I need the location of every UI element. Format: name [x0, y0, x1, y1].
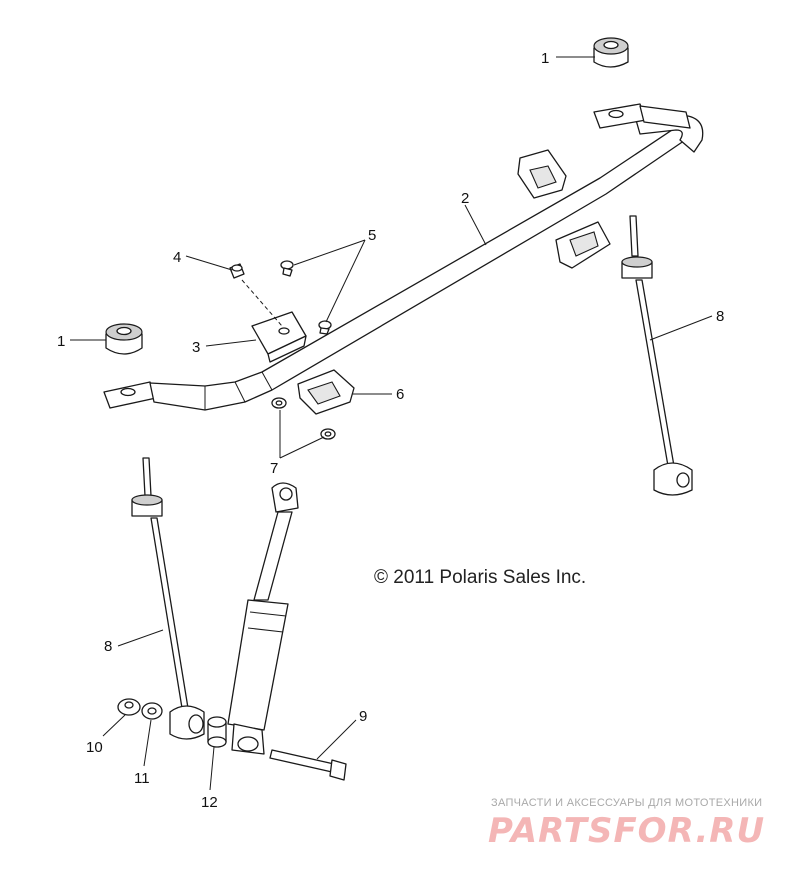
- callout-8-left: 8: [104, 638, 112, 655]
- watermark-tagline: ЗАПЧАСТИ И АКСЕССУАРЫ ДЛЯ МОТОТЕХНИКИ: [491, 797, 762, 809]
- callout-1-right: 1: [541, 50, 549, 67]
- callout-7: 7: [270, 460, 278, 477]
- nut-right: [320, 428, 336, 440]
- callout-6: 6: [396, 386, 404, 403]
- copyright-notice: © 2011 Polaris Sales Inc.: [374, 567, 586, 588]
- callout-3: 3: [192, 339, 200, 356]
- watermark-brand: PARTSFOR.RU: [488, 811, 765, 851]
- bracket: [251, 311, 307, 363]
- screw-upper: [280, 260, 294, 277]
- nut-flange: [117, 698, 141, 716]
- callout-5: 5: [368, 227, 376, 244]
- callout-1-left: 1: [57, 333, 65, 350]
- leader-lines: [70, 56, 713, 791]
- bushing-right: [593, 37, 629, 68]
- stabilizer-bar: [103, 103, 704, 411]
- link-rod-right: [621, 215, 693, 496]
- clamp-lower: [297, 369, 355, 415]
- nut-left: [271, 397, 287, 409]
- callout-4: 4: [173, 249, 181, 266]
- clamp-upper: [517, 149, 567, 199]
- long-bolt: [269, 749, 347, 781]
- screw-lower: [318, 320, 332, 335]
- clamp-right: [555, 221, 611, 269]
- callout-2: 2: [461, 190, 469, 207]
- washer: [141, 702, 163, 720]
- bushing-left: [105, 323, 143, 355]
- callout-10: 10: [86, 739, 103, 756]
- link-rod-left: [131, 457, 205, 740]
- shock-absorber: [227, 482, 299, 755]
- callout-9: 9: [359, 708, 367, 725]
- callout-8-right: 8: [716, 308, 724, 325]
- bolt-small: [229, 263, 245, 279]
- callout-12: 12: [201, 794, 218, 811]
- callout-11: 11: [134, 770, 150, 787]
- spacer-bushing: [207, 716, 227, 748]
